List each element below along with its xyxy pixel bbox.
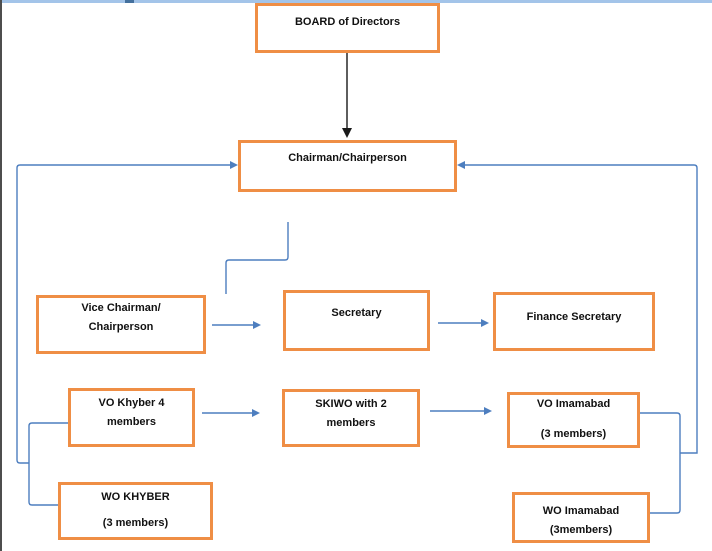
- node-secretary: Secretary: [283, 290, 430, 351]
- node-label: SKIWO with 2: [315, 398, 387, 410]
- edge-skiwo-voimamabad-arrowhead: [484, 407, 492, 415]
- edge-vice-secretary-arrowhead: [253, 321, 261, 329]
- node-skiwo: SKIWO with 2 members: [282, 389, 420, 447]
- node-chairman: Chairman/Chairperson: [238, 140, 457, 192]
- node-label: Finance Secretary: [526, 311, 622, 323]
- page-top-border-line: [0, 0, 712, 3]
- node-label: (3members): [549, 524, 613, 536]
- page-top-border-accent: [125, 0, 134, 3]
- node-label: members: [107, 416, 156, 428]
- node-label: BOARD of Directors: [294, 16, 401, 28]
- node-label: (3 members): [102, 517, 169, 529]
- node-vo-imamabad: VO Imamabad (3 members): [507, 392, 640, 448]
- node-label: Chairman/Chairperson: [288, 152, 407, 164]
- edge-left-feedback-arrowhead: [230, 161, 238, 169]
- node-label: (3 members): [540, 428, 607, 440]
- edge-vokhyber-skiwo-arrowhead: [252, 409, 260, 417]
- node-label: members: [326, 417, 376, 429]
- edge-board-chairman-arrowhead: [342, 128, 352, 138]
- node-label: Chairperson: [88, 321, 154, 333]
- node-label: WO KHYBER: [101, 491, 170, 503]
- node-label: VO Khyber 4: [98, 397, 165, 409]
- node-wo-imamabad: WO Imamabad (3members): [512, 492, 650, 543]
- node-label: WO Imamabad: [542, 505, 620, 517]
- node-label: VO Imamabad: [536, 398, 611, 410]
- edge-right-feedback-arrowhead: [457, 161, 465, 169]
- edge-chairman-vice-elbow: [225, 222, 289, 294]
- node-finance-secretary: Finance Secretary: [493, 292, 655, 351]
- page-left-border-line: [0, 0, 2, 551]
- node-board-of-directors: BOARD of Directors: [255, 3, 440, 53]
- node-vo-khyber: VO Khyber 4 members: [68, 388, 195, 447]
- node-wo-khyber: WO KHYBER (3 members): [58, 482, 213, 540]
- node-label: Secretary: [331, 307, 382, 319]
- node-label: Vice Chairman/: [81, 302, 161, 314]
- edge-secretary-finance-arrowhead: [481, 319, 489, 327]
- node-vice-chairman: Vice Chairman/ Chairperson: [36, 295, 206, 354]
